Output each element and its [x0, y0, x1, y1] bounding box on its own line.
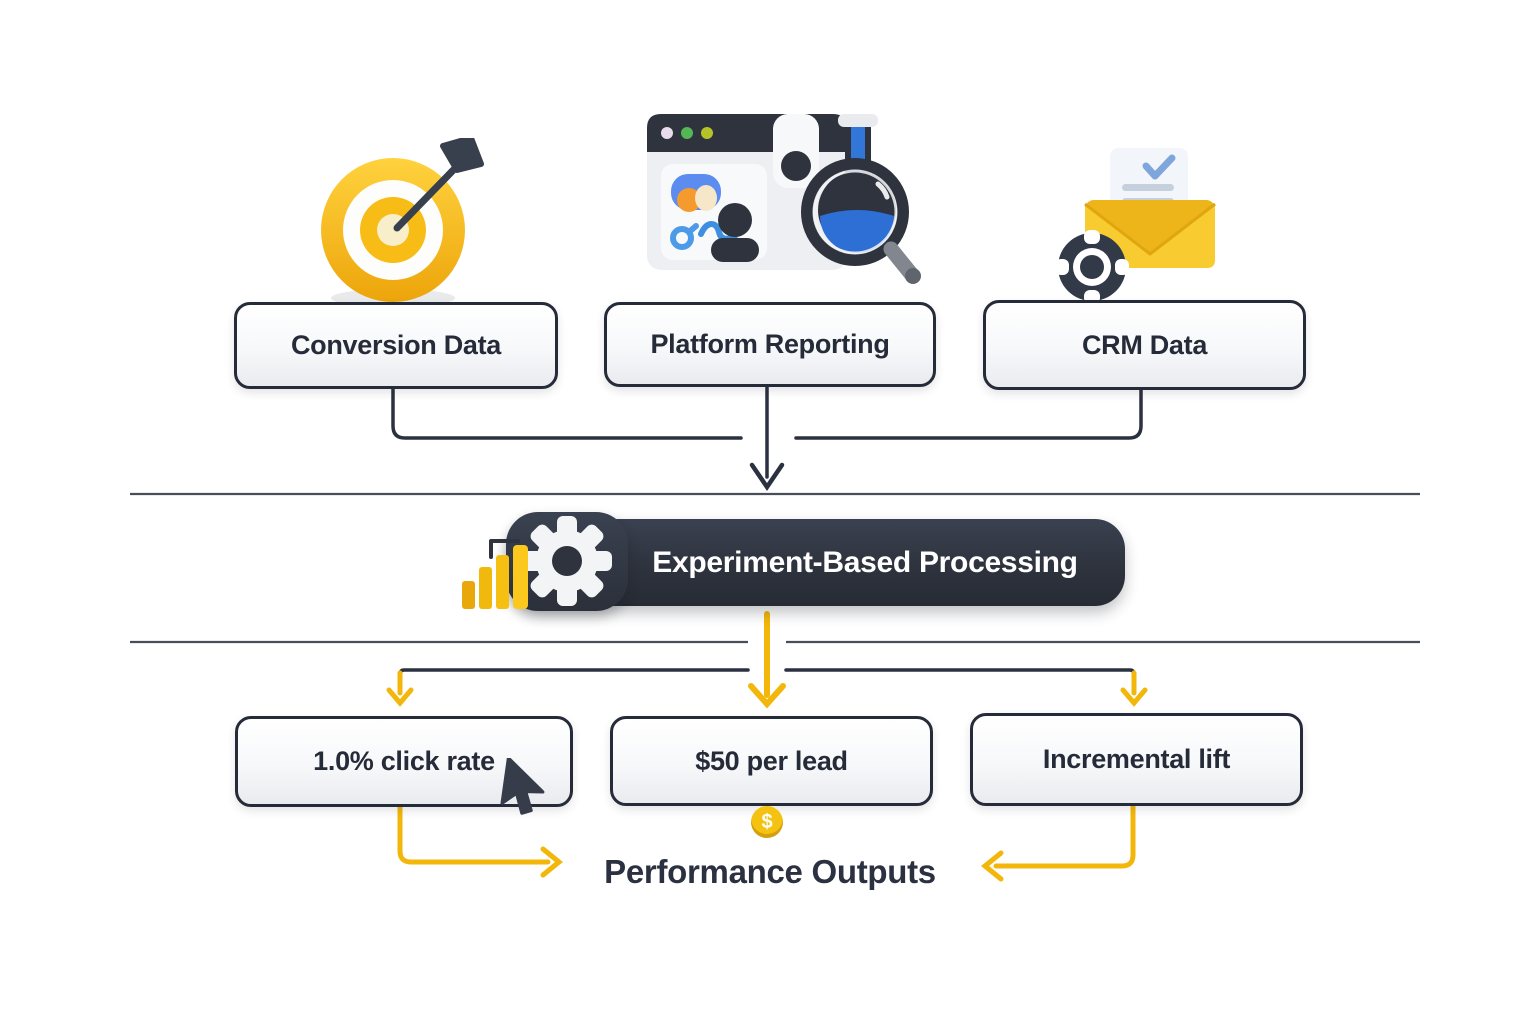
analytics-browser-icon	[647, 114, 847, 270]
processing-label: Experiment-Based Processing	[652, 545, 1078, 579]
input-node-crm-data: CRM Data	[983, 300, 1306, 390]
input-label: Conversion Data	[290, 330, 502, 360]
output-label: 1.0% click rate	[313, 746, 495, 776]
envelope-gear-icon	[1055, 148, 1216, 304]
footer-label: Performance Outputs	[604, 853, 936, 890]
gear-icon	[522, 516, 612, 606]
input-label: CRM Data	[1081, 329, 1208, 360]
gear-crosshair	[1055, 230, 1129, 304]
target-icon	[321, 138, 484, 307]
bar-chart-icon	[462, 539, 528, 609]
output-node-incremental-lift: Incremental lift	[970, 713, 1303, 806]
output-label: $50 per lead	[695, 745, 848, 776]
branch-drop-arrows	[386, 670, 1148, 707]
input-node-conversion-data: Conversion Data	[234, 302, 558, 389]
dollar-coin-icon: $	[751, 806, 783, 838]
output-node-cost-per-lead: $50 per lead	[610, 716, 933, 806]
output-branch-connector	[398, 668, 1136, 680]
flask-magnifier-icon	[801, 114, 921, 284]
dollar-symbol: $	[761, 810, 773, 833]
output-node-click-rate: 1.0% click rate	[235, 716, 573, 807]
cursor-icon	[500, 758, 545, 815]
processing-to-outputs-arrow	[748, 611, 786, 709]
output-label: Incremental lift	[1042, 744, 1231, 774]
input-merge-connector	[391, 379, 1143, 491]
input-node-platform-reporting: Platform Reporting	[604, 302, 936, 387]
input-label: Platform Reporting	[650, 329, 890, 359]
